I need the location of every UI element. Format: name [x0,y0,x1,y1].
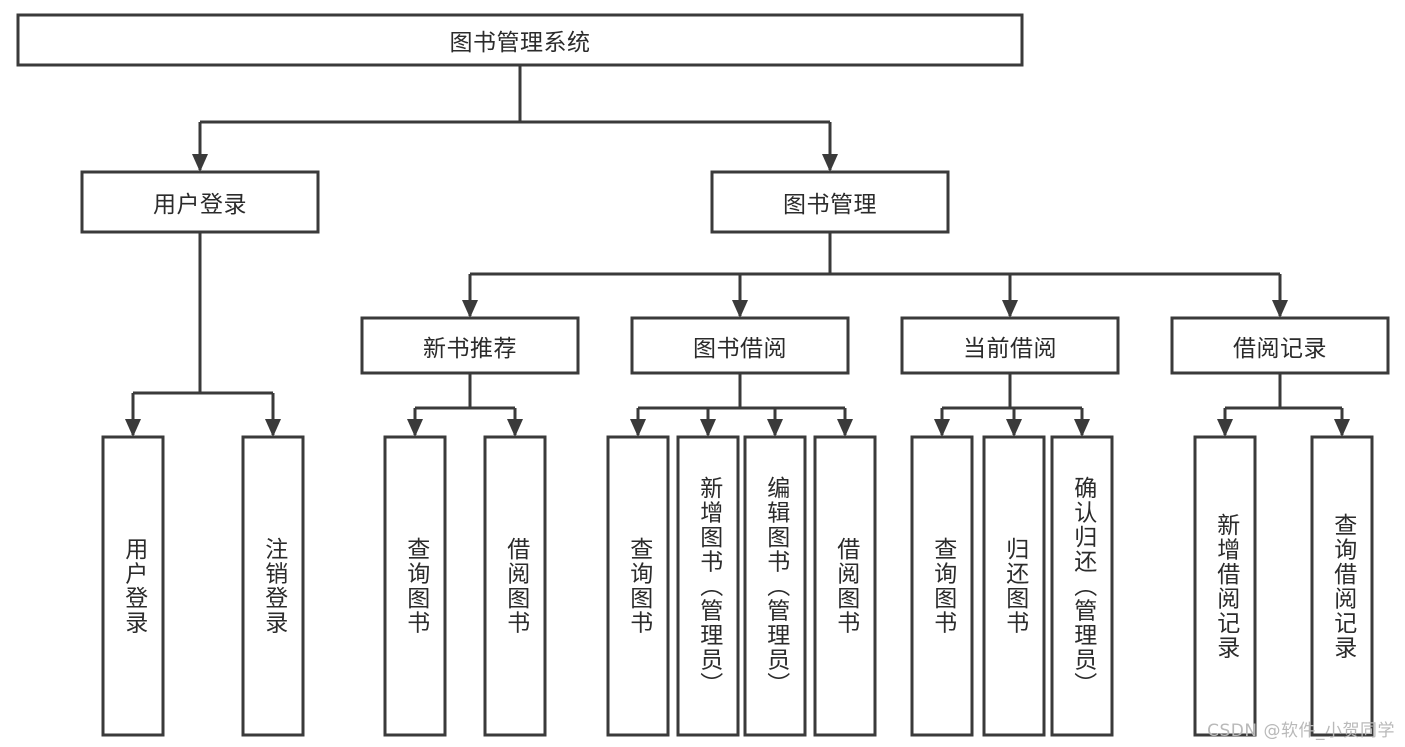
root-to-level2-arrow [192,154,208,172]
to-leaves-current-borrow-arrow [934,419,950,437]
to-leaves-current-borrow-arrow [1074,419,1090,437]
node-box-leaf-bb-edit[interactable] [743,435,807,737]
node-box-root[interactable] [16,13,1024,67]
node-box-leaf-rec-query[interactable] [383,435,447,737]
to-leaves-book-borrow-arrow [630,419,646,437]
node-box-leaf-br-query[interactable] [1310,435,1374,737]
bookmanage-to-level3-arrow [1272,300,1288,318]
node-box-leaf-cb-query[interactable] [910,435,974,737]
node-box-user-login[interactable] [80,170,320,234]
to-leaves-user-login-arrow [125,419,141,437]
to-leaves-new-book-rec-arrow [507,419,523,437]
bookmanage-to-level3-arrow [462,300,478,318]
watermark-text: CSDN @软件_小贺同学 [1207,721,1395,741]
to-leaves-book-borrow-arrow [837,419,853,437]
node-box-leaf-bb-add[interactable] [676,435,740,737]
node-box-book-borrow[interactable] [630,316,850,375]
node-box-leaf-cb-confirm[interactable] [1050,435,1114,737]
node-box-borrow-record[interactable] [1170,316,1390,375]
node-box-leaf-bb-query[interactable] [606,435,670,737]
node-box-leaf-cb-return[interactable] [982,435,1046,737]
to-leaves-new-book-rec-arrow [407,419,423,437]
connectors-layer [125,65,1350,437]
bookmanage-to-level3-arrow [732,300,748,318]
bookmanage-to-level3-arrow [1002,300,1018,318]
node-box-leaf-bb-borrow[interactable] [813,435,877,737]
boxes-layer [16,13,1390,737]
node-box-leaf-user-logout[interactable] [241,435,305,737]
root-to-level2-arrow [822,154,838,172]
node-box-leaf-br-add[interactable] [1193,435,1257,737]
to-leaves-current-borrow-arrow [1006,419,1022,437]
node-box-leaf-rec-borrow[interactable] [483,435,547,737]
to-leaves-book-borrow-arrow [767,419,783,437]
node-box-current-borrow[interactable] [900,316,1120,375]
node-box-new-book-rec[interactable] [360,316,580,375]
node-box-book-manage[interactable] [710,170,950,234]
node-box-leaf-user-login[interactable] [101,435,165,737]
to-leaves-borrow-record-arrow [1334,419,1350,437]
to-leaves-user-login-arrow [265,419,281,437]
to-leaves-borrow-record-arrow [1217,419,1233,437]
to-leaves-book-borrow-arrow [700,419,716,437]
